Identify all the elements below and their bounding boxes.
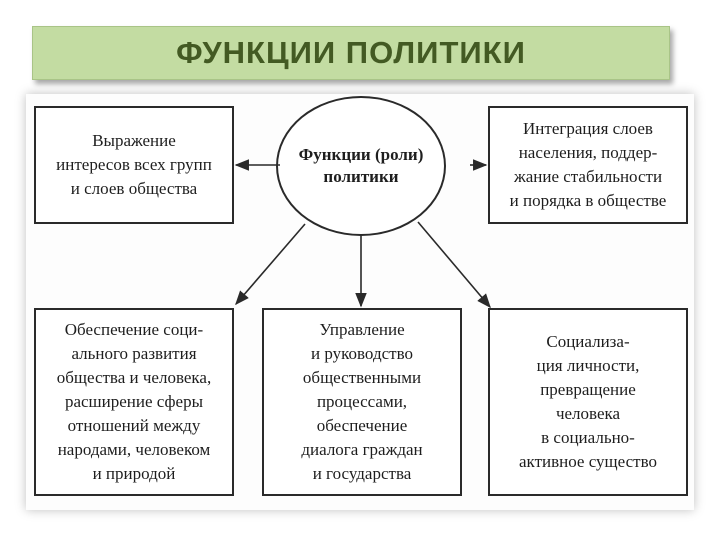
box-top-left: Выражение интересов всех групп и слоев о… — [34, 106, 234, 224]
center-node: Функции (роли) политики — [276, 96, 446, 236]
arrow-to-bottom-right — [417, 221, 491, 309]
box-bottom-left: Обеспечение соци- ального развития общес… — [34, 308, 234, 496]
box-bottom-middle: Управление и руководство общественными п… — [262, 308, 462, 496]
title-banner: ФУНКЦИИ ПОЛИТИКИ — [32, 26, 670, 80]
box-top-right: Интеграция слоев населения, поддер- жани… — [488, 106, 688, 224]
slide-title: ФУНКЦИИ ПОЛИТИКИ — [176, 35, 526, 70]
box-bottom-right: Социализа- ция личности, превращение чел… — [488, 308, 688, 496]
arrow-to-bottom-left — [235, 223, 306, 306]
